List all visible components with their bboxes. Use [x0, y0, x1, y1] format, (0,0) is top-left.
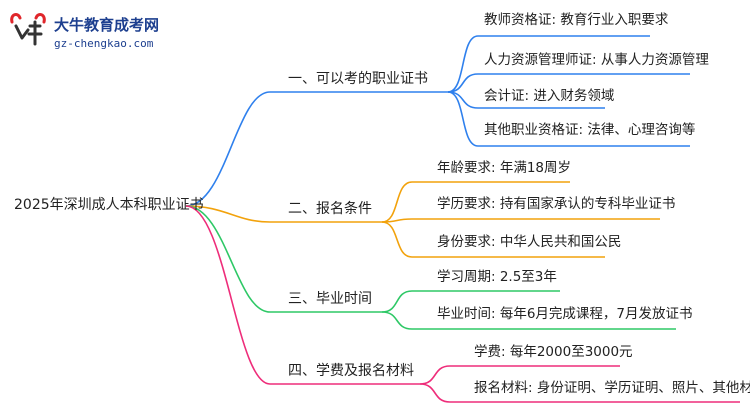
- branch-fees-materials: 四、学费及报名材料: [288, 363, 414, 379]
- branch-requirements: 二、报名条件: [288, 201, 372, 217]
- leaf-connector: [419, 365, 620, 385]
- branch-graduation: 三、毕业时间: [288, 291, 372, 307]
- root-topic: 2025年深圳成人本科职业证书: [14, 197, 204, 213]
- leaf-age: 年龄要求: 年满18周岁: [437, 160, 572, 176]
- leaf-teacher-cert: 教师资格证: 教育行业入职要求: [484, 12, 669, 28]
- leaf-connector: [381, 311, 676, 330]
- leaf-connector: [447, 35, 650, 93]
- branch-connector: [185, 205, 420, 385]
- leaf-connector: [447, 91, 690, 147]
- leaf-tuition: 学费: 每年2000至3000元: [474, 344, 633, 360]
- leaf-connector: [419, 383, 740, 403]
- leaf-connector: [381, 218, 660, 223]
- brand-logo: 大牛教育成考网 gz-chengkao.com: [6, 6, 166, 56]
- logo-url: gz-chengkao.com: [54, 37, 154, 50]
- bull-logo-icon: [10, 13, 46, 46]
- branch-certificates: 一、可以考的职业证书: [288, 71, 428, 87]
- leaf-connector: [447, 73, 690, 93]
- branch-connector: [185, 205, 382, 223]
- leaf-hr-cert: 人力资源管理师证: 从事人力资源管理: [484, 52, 709, 68]
- logo-title: 大牛教育成考网: [54, 16, 160, 34]
- leaf-materials: 报名材料: 身份证明、学历证明、照片、其他材料: [474, 380, 750, 396]
- leaf-accounting-cert: 会计证: 进入财务领域: [484, 88, 615, 104]
- leaf-other-cert: 其他职业资格证: 法律、心理咨询等: [484, 122, 696, 138]
- branch-connector: [185, 205, 382, 313]
- leaf-connector: [381, 221, 605, 258]
- leaf-study-period: 学习周期: 2.5至3年: [437, 269, 557, 285]
- leaf-connector: [447, 91, 605, 109]
- branch-connector: [185, 91, 448, 207]
- leaf-identity: 身份要求: 中华人民共和国公民: [437, 234, 622, 250]
- leaf-connector: [381, 181, 570, 223]
- leaf-education: 学历要求: 持有国家承认的专科毕业证书: [437, 196, 676, 212]
- leaf-graduation-time: 毕业时间: 每年6月完成课程，7月发放证书: [437, 306, 693, 322]
- leaf-connector: [381, 290, 560, 313]
